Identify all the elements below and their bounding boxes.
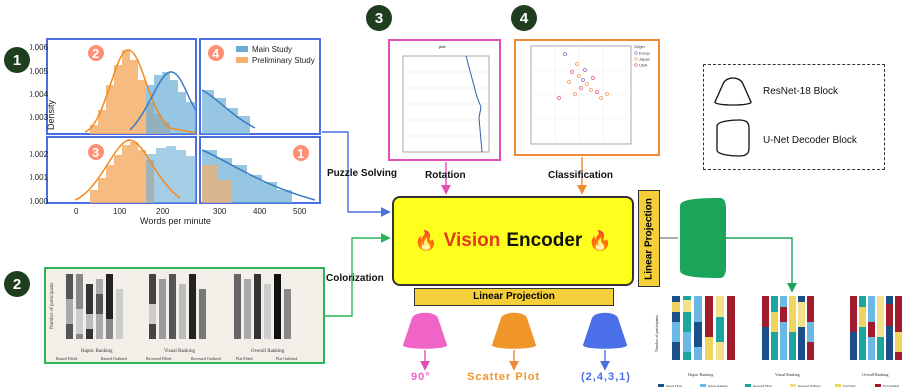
puzzle-solving-label: Puzzle Solving	[327, 168, 398, 179]
flame-icon: 🔥	[588, 231, 613, 252]
colorization-label: Colorization	[326, 273, 384, 284]
rank-legend: Recessed Filled	[146, 356, 171, 361]
rank-legend: Raised Outlined	[101, 356, 127, 361]
xtick: 300	[213, 207, 227, 216]
colorized-ranking-chart: Number of participants Haptic Ranking	[654, 296, 902, 388]
classification-output: Scatter Plot	[467, 371, 541, 383]
arrow-puzzle	[322, 131, 391, 217]
step-badge-2: 2	[4, 271, 30, 297]
rotated-line-plot: plot	[402, 44, 490, 153]
puzzle-head-icon	[582, 312, 628, 349]
linear-projection-vertical: Linear Projection	[638, 190, 660, 287]
linear-projection-horizontal: Linear Projection	[414, 288, 614, 306]
legend-main-study: Main Study	[252, 45, 292, 54]
svg-text:Raised Outlined: Raised Outlined	[708, 384, 728, 388]
scatter-plot: Origin Europ Japan USA	[530, 44, 650, 145]
block-legend-icons	[714, 77, 752, 157]
rank-group-visual: Visual Ranking	[164, 349, 195, 354]
colorized-group-visual: Visual Ranking	[775, 372, 800, 377]
tile-number-3: 3	[92, 145, 99, 160]
encoder-word-vision: Vision	[443, 230, 501, 251]
xtick: 200	[156, 207, 170, 216]
xtick: 100	[113, 207, 127, 216]
step-badge-1: 1	[4, 47, 30, 73]
colorized-group-overall: Overall Ranking	[862, 372, 889, 377]
step-badge-3: 3	[366, 5, 392, 31]
unet-legend-label: U-Net Decoder Block	[763, 135, 857, 146]
svg-text:Raised Filled: Raised Filled	[666, 384, 682, 388]
rotation-head-icon	[402, 312, 448, 349]
unet-block-icon	[716, 119, 750, 157]
legend-preliminary-study: Preliminary Study	[252, 56, 315, 65]
ytick: 0.006	[30, 43, 49, 52]
arrow-colorization	[325, 233, 391, 317]
ytick: 0.005	[30, 67, 49, 76]
y-axis-label: Density	[46, 99, 56, 130]
scatter-legend-title: Origin	[634, 44, 645, 49]
scatter-legend-item: Japan	[639, 57, 650, 62]
arrow-colorization-out	[725, 237, 797, 293]
unet-decoder-head-icon	[680, 198, 726, 278]
rotation-label: Rotation	[425, 170, 466, 181]
rank-legend: Recessed Outlined	[191, 356, 221, 361]
classification-input-frame	[514, 39, 660, 156]
svg-text:Recessed Filled: Recessed Filled	[753, 384, 772, 388]
scatter-legend-item: Europ	[639, 51, 650, 56]
rotation-output: 90°	[411, 371, 431, 383]
rotation-input-frame	[388, 39, 501, 161]
rank-group-haptic: Haptic Ranking	[81, 349, 113, 354]
rank-group-overall: Overall Ranking	[251, 349, 285, 354]
puzzle-density-chart: 2 4 3 1 0.006 0.005 0.004 0.003 0.002 0.…	[30, 38, 321, 226]
rotation-plot-title: plot	[439, 44, 446, 49]
svg-text:Flat Filled: Flat Filled	[843, 384, 856, 388]
tile-number-4: 4	[212, 46, 220, 61]
tile-number-1: 1	[297, 146, 304, 161]
tile-number-2: 2	[92, 46, 99, 61]
block-legend	[703, 64, 885, 170]
resnet-block-icon	[714, 77, 752, 106]
rank-legend: Raised Filled	[56, 356, 77, 361]
classification-label: Classification	[548, 170, 614, 181]
resnet-legend-label: ResNet-18 Block	[763, 86, 839, 97]
svg-text:Flat Outlined: Flat Outlined	[883, 384, 899, 388]
colorized-group-haptic: Haptic Ranking	[688, 372, 713, 377]
ytick: 0.003	[30, 113, 49, 122]
ytick: 0.000	[30, 197, 49, 206]
rank-legend: Flat Outlined	[276, 356, 297, 361]
svg-text:Recessed Outlined: Recessed Outlined	[798, 384, 821, 388]
classification-head-icon	[491, 312, 537, 349]
rank-y-label: Number of participants	[50, 283, 55, 329]
encoder-word-encoder: Encoder	[506, 230, 583, 251]
grayscale-ranking-chart: Number of participants Haptic Ranking Vi…	[50, 274, 297, 361]
x-axis-label: Words per minute	[140, 216, 211, 226]
vision-encoder-block: 🔥 Vision Encoder 🔥	[392, 196, 634, 286]
ytick: 0.004	[30, 90, 49, 99]
colorized-y-label: Number of participants	[654, 314, 659, 352]
xtick: 0	[74, 207, 79, 216]
step-badge-4: 4	[511, 5, 537, 31]
ytick: 0.002	[30, 150, 49, 159]
xtick: 400	[253, 207, 267, 216]
scatter-legend-item: USA	[639, 63, 648, 68]
flame-icon: 🔥	[413, 231, 438, 252]
puzzle-output: (2,4,3,1)	[581, 371, 631, 383]
rank-legend: Flat Filled	[236, 356, 253, 361]
xtick: 500	[293, 207, 307, 216]
ytick: 0.001	[30, 173, 49, 182]
